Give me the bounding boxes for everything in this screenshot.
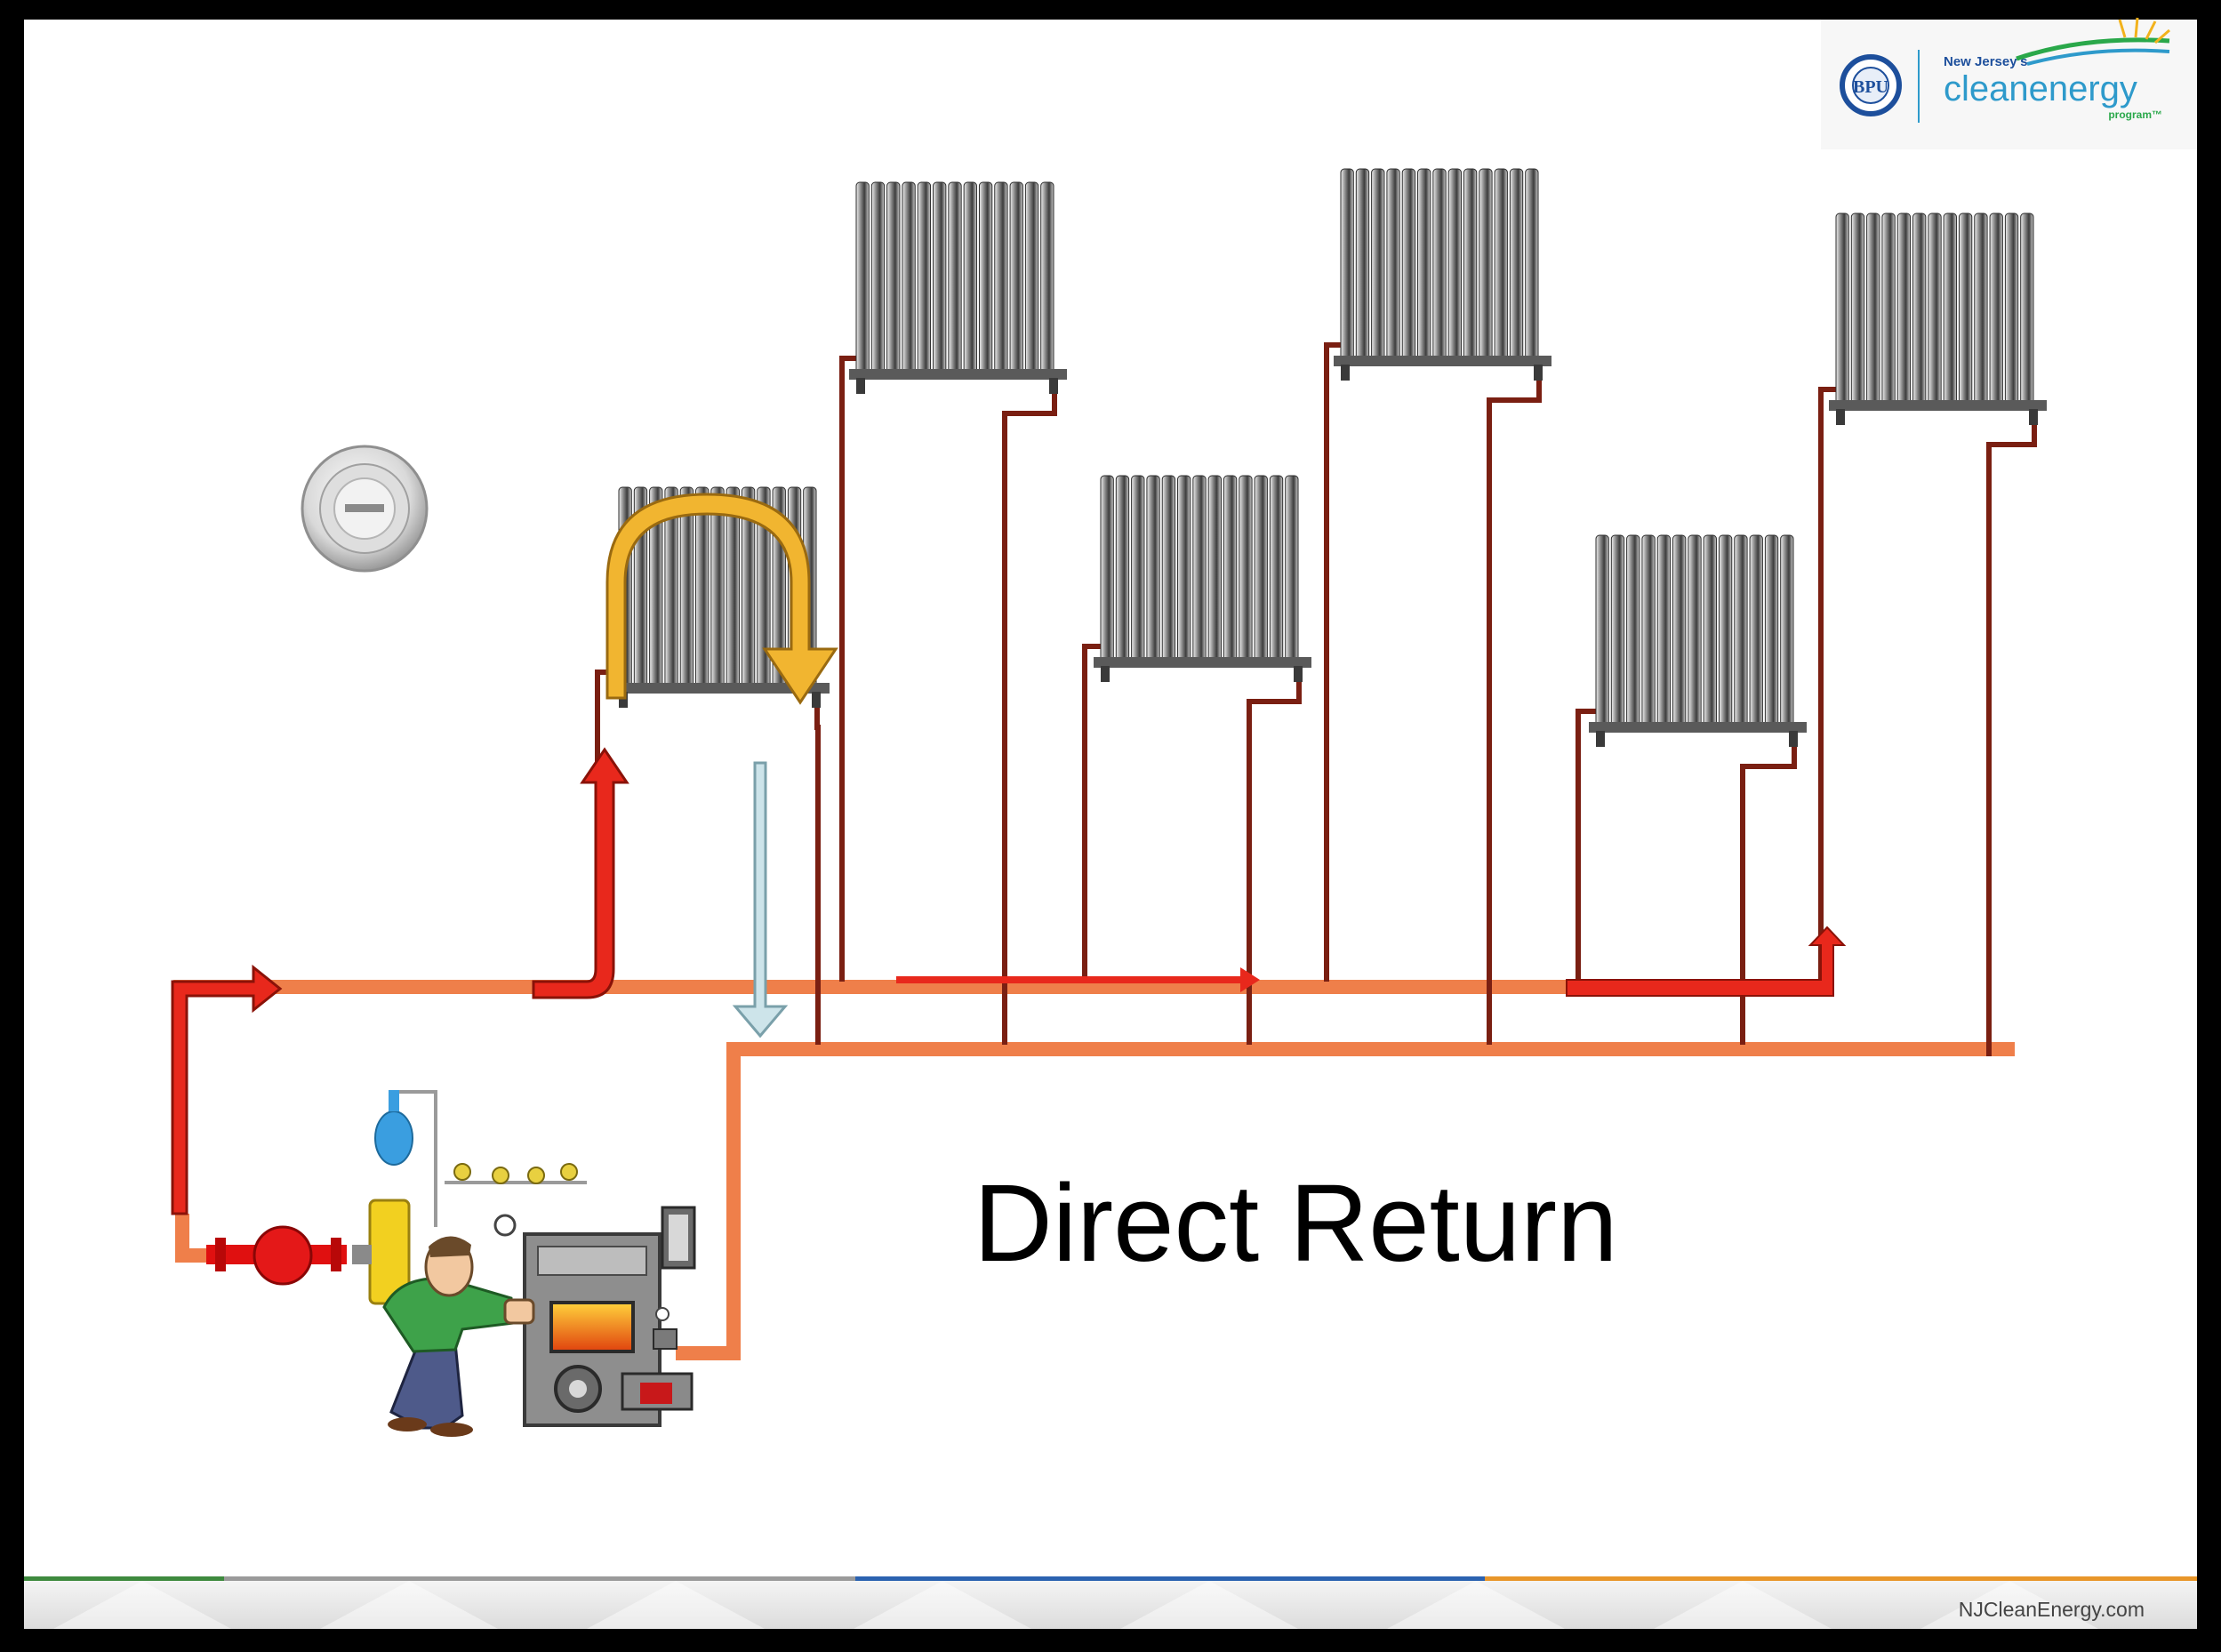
return-riser-1 [814, 701, 821, 1045]
return-riser-4 [1487, 373, 1542, 1045]
technician-icon [382, 1236, 535, 1437]
slide-background [24, 20, 2197, 1629]
boiler-assembly [206, 1090, 696, 1437]
footer-orange-stripe [1485, 1576, 2197, 1581]
supply-riser-5 [1576, 709, 1603, 982]
expansion-tank-icon [374, 1090, 437, 1227]
radiators [612, 168, 2047, 747]
logo-brand: cleanenergy [1944, 69, 2137, 108]
gauges-and-valves [445, 1163, 587, 1237]
supply-riser-3 [1082, 644, 1108, 982]
return-riser-3 [1247, 675, 1302, 1045]
radiator-icon [849, 181, 1067, 394]
pump-icon [206, 1199, 411, 1305]
return-flow-arrow [732, 761, 789, 1039]
return-riser-6 [1986, 418, 2037, 1056]
bpu-seal-text: BPU [1853, 77, 1888, 97]
supply-flow-arrow-3 [1566, 926, 1847, 997]
footer-bar: NJCleanEnergy.com [24, 1576, 2197, 1629]
radiator-flow-arrow [605, 493, 838, 705]
clean-energy-logo: BPU New Jersey's cleanenergy program™ [1821, 17, 2197, 149]
radiator-icon [1094, 475, 1311, 682]
logo-tagline: New Jersey's [1944, 54, 2027, 69]
return-main-pipe [676, 1042, 2015, 1360]
radiator-icon [1589, 534, 1807, 747]
logo-sub: program™ [2108, 108, 2162, 121]
footer-blue-stripe [855, 1576, 1485, 1581]
radiator-icon [1829, 213, 2047, 425]
slide-title: Direct Return [974, 1163, 1618, 1285]
return-riser-2 [1002, 387, 1057, 1045]
radiator-icon [1334, 168, 1551, 381]
footer-green-stripe [24, 1576, 224, 1581]
thermostat-icon [301, 445, 429, 573]
boiler-icon [523, 1206, 696, 1427]
flow-arrows [171, 493, 1847, 1215]
riser-flow-arrow [532, 747, 629, 999]
footer-url: NJCleanEnergy.com [1959, 1598, 2145, 1621]
return-riser-5 [1740, 740, 1797, 1045]
supply-flow-arrow-2 [896, 967, 1260, 992]
supply-flow-arrow [171, 964, 283, 1215]
